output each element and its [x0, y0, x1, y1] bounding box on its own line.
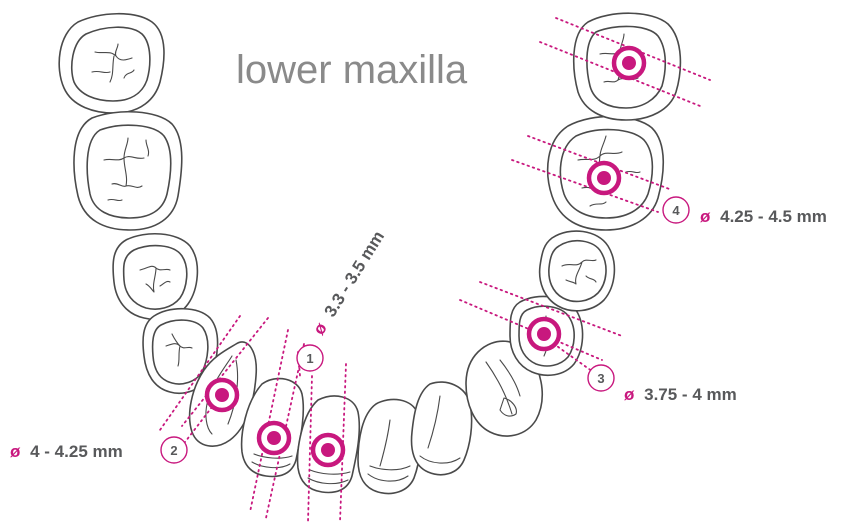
tooth-left-premolar-2 [112, 232, 199, 321]
badge-2: 2 [160, 436, 188, 464]
tooth-right-lateral-incisor [410, 381, 473, 476]
diameter-4-text: 4.25 - 4.5 mm [720, 207, 827, 226]
diagram-title: lower maxilla [236, 48, 468, 92]
implant-marker-left-lateral-incisor [256, 420, 292, 456]
badge-1-number: 1 [306, 351, 313, 366]
badge-2-number: 2 [170, 443, 177, 458]
implant-marker-right-molar-1 [586, 160, 622, 196]
badge-3: 3 [587, 364, 615, 392]
diameter-symbol: ø [624, 385, 635, 404]
diameter-symbol: ø [10, 442, 21, 461]
badge-4-number: 4 [672, 203, 680, 218]
implant-marker-left-central-incisor [310, 432, 346, 468]
implant-marker-left-canine [204, 377, 240, 413]
tooth-right-premolar-2 [538, 230, 616, 312]
badge-1: 1 [296, 344, 324, 372]
tooth-left-molar-1 [73, 110, 183, 231]
badge-4: 4 [662, 196, 690, 224]
diameter-symbol: ø [309, 319, 331, 338]
implant-marker-right-premolar-1 [526, 316, 562, 352]
diameter-2-text: 4 - 4.25 mm [30, 442, 123, 461]
tooth-left-premolar-1 [142, 307, 219, 394]
tooth-left-molar-2 [58, 12, 165, 114]
svg-text:ø 4.25 - 4.5 mm: ø 4.25 - 4.5 mm [700, 207, 827, 226]
diameter-3-text: 3.75 - 4 mm [644, 385, 737, 404]
badge-3-number: 3 [597, 371, 604, 386]
svg-text:ø 4 - 4.25 mm: ø 4 - 4.25 mm [10, 442, 123, 461]
diameter-1-text: 3.3 - 3.5 mm [320, 228, 388, 321]
svg-text:ø 3.3 - 3.5 mm: ø 3.3 - 3.5 mm [309, 228, 388, 339]
label-implant-1: ø 3.3 - 3.5 mm [309, 228, 388, 339]
svg-text:ø 3.75 - 4 mm: ø 3.75 - 4 mm [624, 385, 737, 404]
implant-marker-right-molar-2 [611, 45, 647, 81]
diameter-symbol: ø [700, 207, 711, 226]
